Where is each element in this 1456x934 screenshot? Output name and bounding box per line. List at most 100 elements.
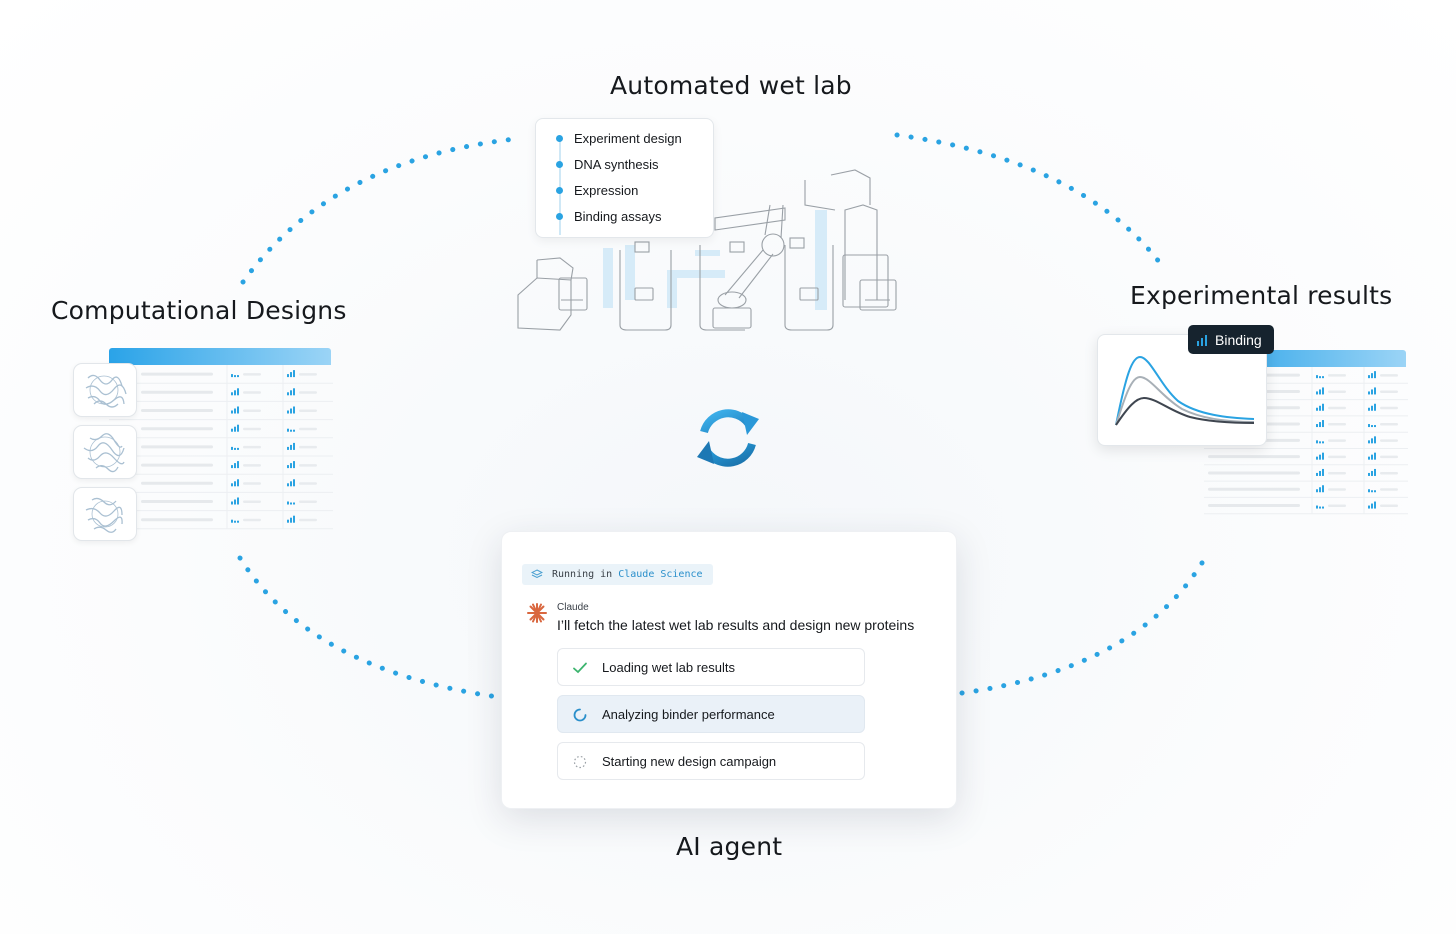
- ring-arc-top-right: [894, 132, 1163, 266]
- table-bar-glyph: [1368, 407, 1370, 411]
- step-dot: [556, 161, 563, 168]
- table-bar-glyph: [1319, 470, 1321, 476]
- claude-asterisk-icon: [527, 603, 547, 623]
- protein-structure-image: [85, 374, 127, 408]
- table-bar-glyph: [293, 515, 295, 523]
- table-bar-glyph: [290, 463, 292, 469]
- table-bar-glyph: [290, 444, 292, 450]
- table-cell-placeholder: [1380, 488, 1398, 491]
- table-bar-glyph: [1322, 420, 1324, 428]
- table-bar-glyph: [237, 520, 239, 523]
- table-bar-glyph: [234, 499, 236, 505]
- table-bar-glyph: [1368, 489, 1370, 493]
- step-dna-synthesis: DNA synthesis: [556, 157, 659, 172]
- table-cell-placeholder: [141, 427, 213, 431]
- table-cell-placeholder: [1328, 488, 1346, 491]
- table-bar-glyph: [1319, 405, 1321, 411]
- table-bar-glyph: [234, 426, 236, 432]
- table-bar-glyph: [1319, 454, 1321, 460]
- table-cell-placeholder: [141, 518, 213, 522]
- environment-name: Claude Science: [618, 569, 703, 580]
- table-cell-placeholder: [243, 391, 261, 394]
- task-label: Starting new design campaign: [602, 753, 777, 769]
- table-bar-glyph: [234, 375, 236, 378]
- protein-structure-thumb: [73, 487, 137, 541]
- table-cell-placeholder: [141, 500, 213, 503]
- table-cell-placeholder: [243, 518, 261, 522]
- designs-table: [109, 365, 333, 530]
- table-cell-placeholder: [1328, 406, 1346, 410]
- table-bar-glyph: [1319, 389, 1321, 395]
- table-bar-glyph: [237, 447, 239, 450]
- table-cell-placeholder: [1328, 504, 1346, 508]
- table-bar-glyph: [1371, 438, 1373, 444]
- binding-chart-icon: [1197, 334, 1207, 346]
- table-cell-placeholder: [243, 427, 261, 431]
- table-bar-glyph: [1371, 454, 1373, 460]
- table-bar-glyph: [293, 442, 295, 450]
- table-bar-glyph: [1319, 487, 1321, 493]
- table-bar-glyph: [293, 429, 295, 432]
- table-bar-glyph: [1374, 387, 1376, 395]
- table-bar-glyph: [1374, 501, 1376, 509]
- table-bar-glyph: [290, 429, 292, 432]
- table-bar-glyph: [231, 446, 233, 450]
- check-icon: [573, 662, 587, 674]
- table-bar-glyph: [290, 481, 292, 487]
- table-bar-glyph: [290, 408, 292, 414]
- table-bar-glyph: [1319, 422, 1321, 428]
- binding-badge: Binding: [1188, 325, 1274, 354]
- table-bar-glyph: [234, 408, 236, 414]
- table-cell-placeholder: [243, 464, 261, 467]
- table-cell-placeholder: [141, 481, 213, 485]
- table-bar-glyph: [293, 461, 295, 469]
- table-cell-placeholder: [1328, 439, 1346, 442]
- table-cell-placeholder: [1208, 487, 1300, 491]
- step-label: Experiment design: [574, 131, 682, 146]
- table-cell-placeholder: [1380, 504, 1398, 508]
- table-cell-placeholder: [141, 445, 213, 449]
- table-bar-glyph: [287, 483, 289, 487]
- table-bar-glyph: [1374, 403, 1376, 411]
- table-bar-glyph: [1374, 425, 1376, 428]
- binding-badge-label: Binding: [1215, 331, 1262, 348]
- table-bar-glyph: [1368, 375, 1370, 379]
- table-bar-glyph: [1368, 424, 1370, 428]
- table-cell-placeholder: [1328, 471, 1346, 475]
- table-cell-placeholder: [1208, 455, 1300, 459]
- table-bar-glyph: [234, 463, 236, 469]
- table-cell-placeholder: [1380, 439, 1398, 442]
- table-bar-glyph: [1371, 425, 1373, 428]
- table-bar-glyph: [290, 502, 292, 505]
- table-bar-glyph: [234, 390, 236, 396]
- table-bar-glyph: [287, 446, 289, 450]
- table-bar-glyph: [1322, 376, 1324, 379]
- table-bar-glyph: [1374, 452, 1376, 460]
- table-bar-glyph: [287, 392, 289, 396]
- table-bar-glyph: [1322, 468, 1324, 476]
- table-cell-placeholder: [1380, 455, 1398, 459]
- table-bar-glyph: [1374, 436, 1376, 444]
- table-bar-glyph: [1322, 485, 1324, 493]
- table-cell-placeholder: [1328, 423, 1346, 426]
- table-bar-glyph: [290, 372, 292, 378]
- table-bar-glyph: [1368, 391, 1370, 395]
- ring-arc-bottom-left: [237, 555, 501, 700]
- table-bar-glyph: [231, 410, 233, 414]
- step-expression: Expression: [556, 183, 638, 198]
- table-bar-glyph: [1374, 490, 1376, 493]
- step-dot: [556, 213, 563, 220]
- table-bar-glyph: [1322, 452, 1324, 460]
- table-cell-placeholder: [141, 463, 213, 467]
- table-cell-placeholder: [299, 518, 317, 522]
- table-bar-glyph: [237, 424, 239, 432]
- task-analyzing-binder-performance: Analyzing binder performance: [557, 695, 865, 733]
- table-bar-glyph: [1374, 371, 1376, 379]
- task-loading-wet-lab-results: Loading wet lab results: [557, 648, 865, 686]
- table-bar-glyph: [1316, 424, 1318, 428]
- table-cell-placeholder: [243, 409, 261, 412]
- table-bar-glyph: [1371, 470, 1373, 476]
- table-bar-glyph: [237, 497, 239, 505]
- table-bar-glyph: [293, 388, 295, 396]
